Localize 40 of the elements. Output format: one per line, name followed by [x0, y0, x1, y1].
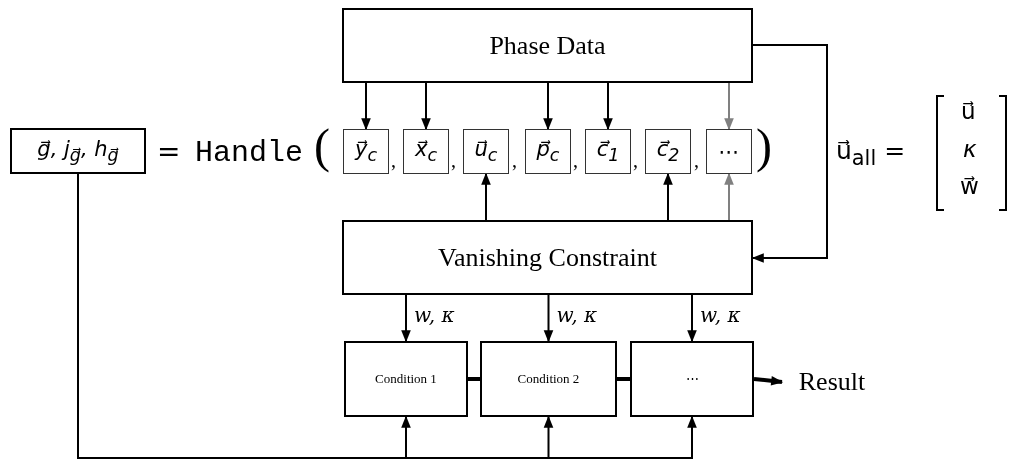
connector-line [617, 377, 630, 381]
arrow [543, 294, 554, 343]
argument-box: u⃗$_{c}$ [463, 129, 509, 174]
arrow [401, 294, 411, 343]
equation-text: u⃗$_{all}$ = [836, 138, 906, 169]
arrow [421, 82, 431, 131]
process-box: Phase Data [342, 8, 753, 83]
arrow [753, 376, 784, 386]
function-name: Handle [195, 138, 304, 168]
comma: , [451, 150, 456, 170]
argument-box: p⃗$_{c}$ [525, 129, 571, 174]
condition-box: Condition 2 [480, 341, 617, 417]
argument-box: y⃗$_{c}$ [343, 129, 389, 174]
vector-entry: κ [963, 138, 977, 161]
arrow [724, 82, 734, 131]
connector-line [468, 377, 480, 381]
result-text: Result [782, 364, 882, 400]
vector-entry: u⃗ [961, 100, 976, 123]
equals-sign: = [157, 138, 181, 166]
argument-box: ⋯ [706, 129, 752, 174]
arrow [663, 172, 673, 221]
arrow [361, 82, 371, 131]
comma: , [633, 150, 638, 170]
arrow [603, 82, 613, 131]
vector-entry: w⃗ [960, 175, 979, 198]
comma: , [512, 150, 517, 170]
condition-box: ⋯ [630, 341, 754, 417]
arrow [687, 294, 697, 343]
comma: , [391, 150, 396, 170]
process-box: Vanishing Constraint [342, 220, 753, 295]
arrow [724, 172, 734, 221]
comma: , [573, 150, 578, 170]
variable-box: g⃗, j$_{g⃗}$, h$_{g⃗}$ [10, 128, 146, 174]
argument-box: x⃗$_{c}$ [403, 129, 449, 174]
arrow [543, 82, 553, 131]
argument-box: c⃗$_{1}$ [585, 129, 631, 174]
comma: , [694, 150, 699, 170]
argument-box: c⃗$_{2}$ [645, 129, 691, 174]
condition-box: Condition 1 [344, 341, 468, 417]
arrow [481, 172, 491, 221]
